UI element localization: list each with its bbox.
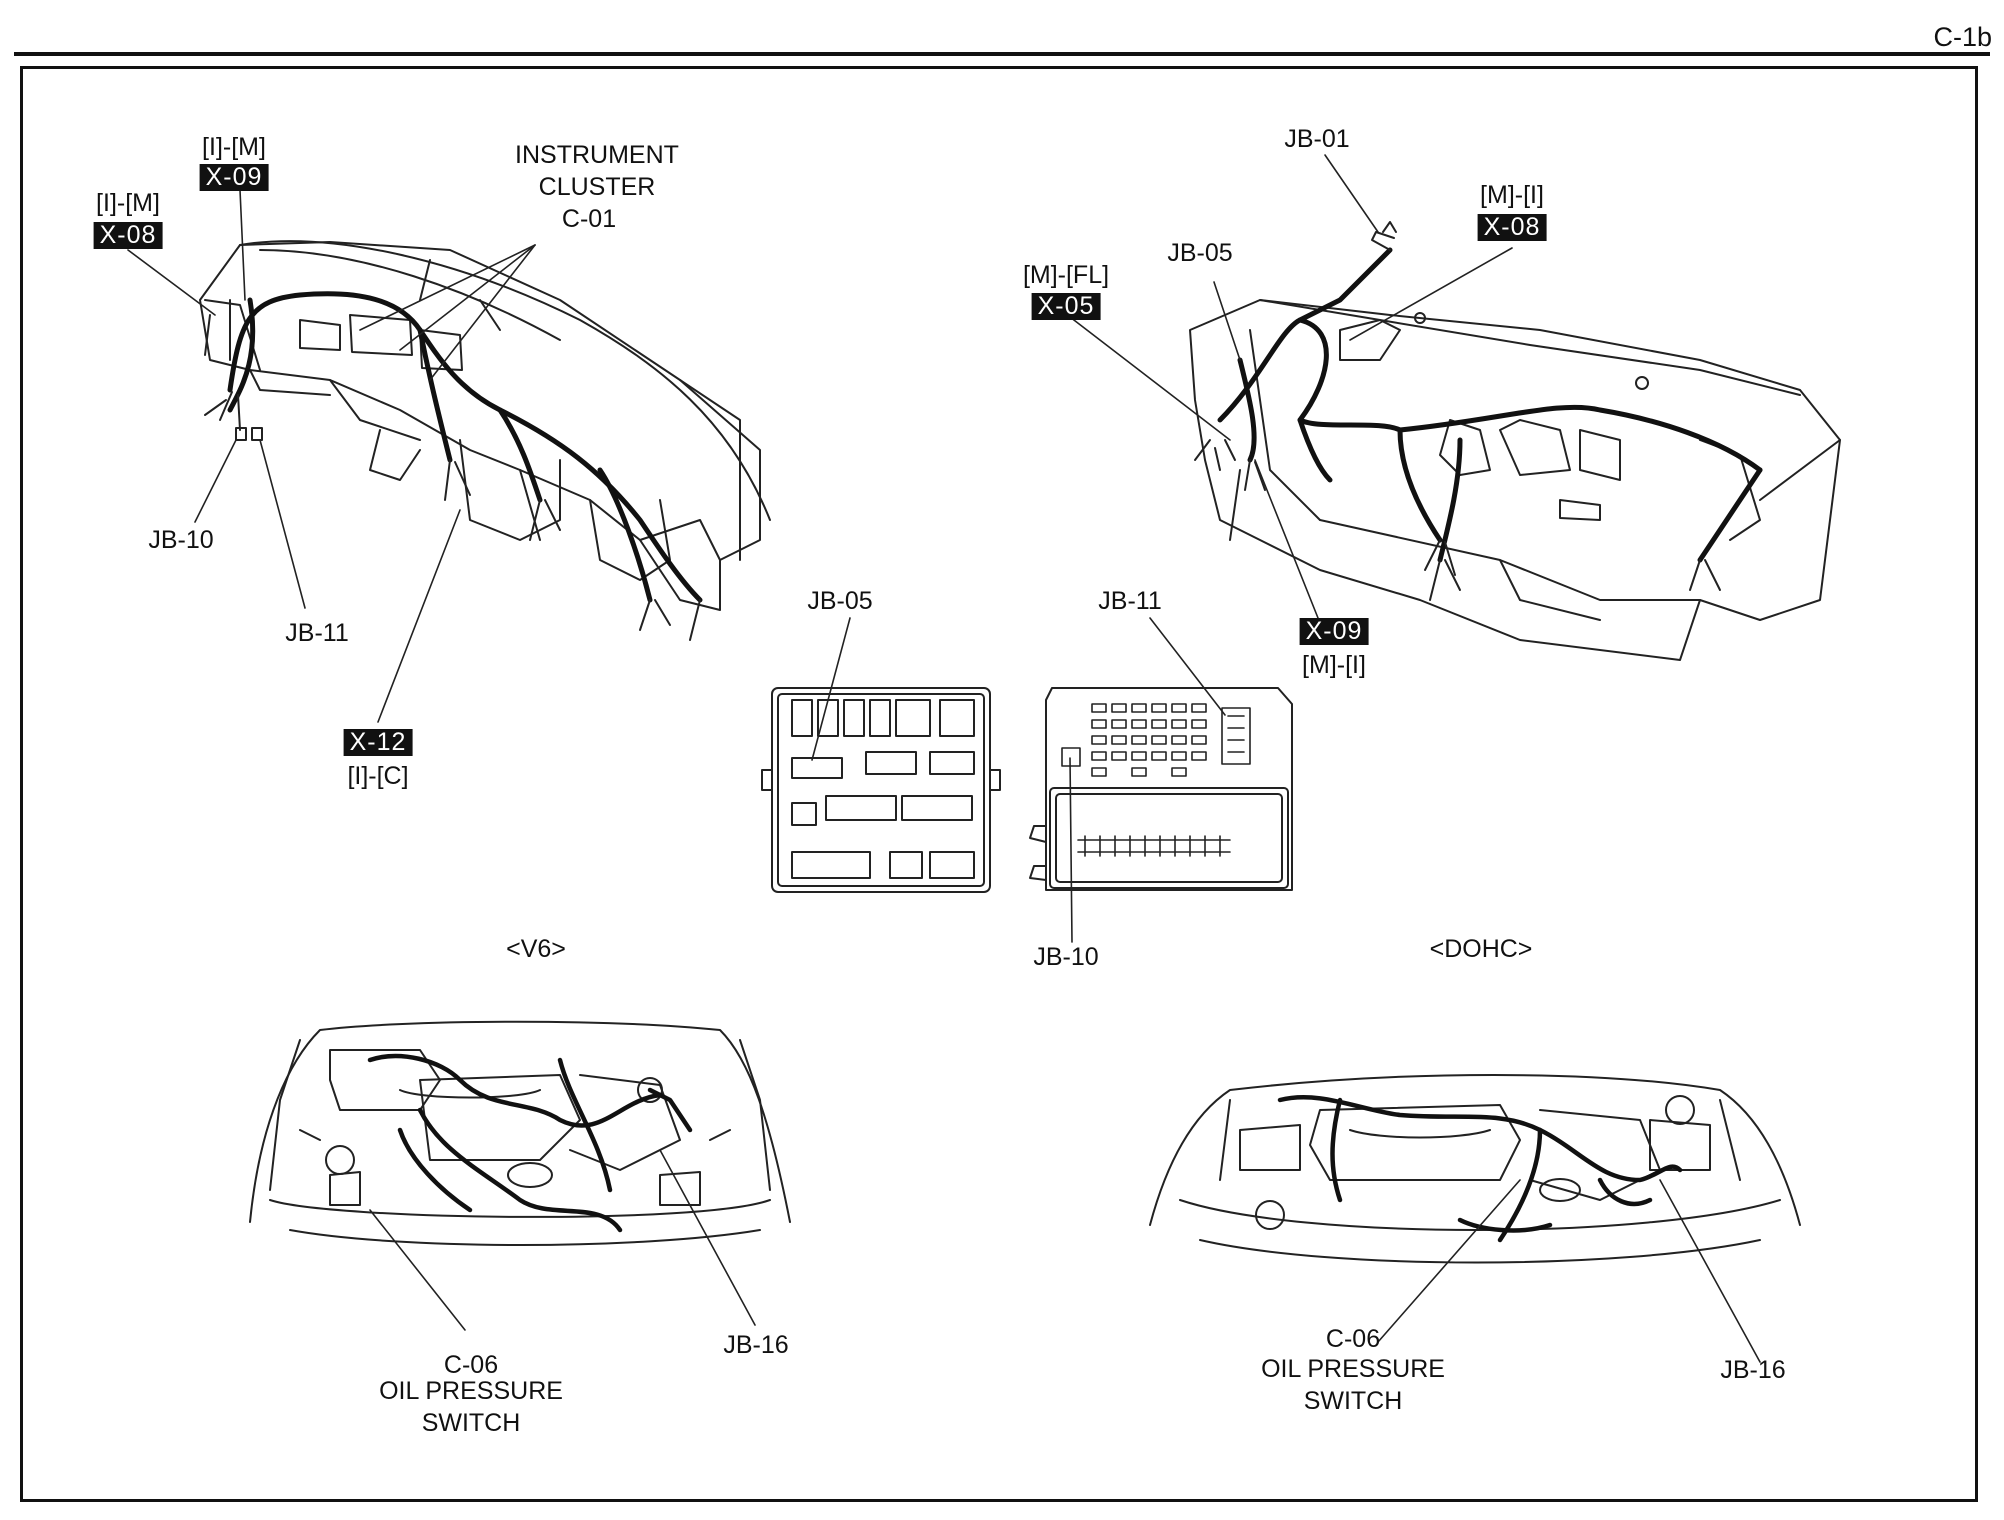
- dohc-jb16-label: JB-16: [1720, 1356, 1786, 1384]
- instrument-cluster-label-line1: INSTRUMENT: [515, 141, 679, 169]
- jb05-right-label: JB-05: [1167, 239, 1233, 267]
- jb05-box-label: JB-05: [807, 587, 873, 615]
- engine-dohc-leaders: [1377, 1179, 1761, 1363]
- x12-pin-label: [I]-[C]: [347, 762, 409, 790]
- x09-left-pin-label: [I]-[M]: [202, 133, 266, 161]
- engine-v6-leaders: [369, 1149, 756, 1331]
- dohc-oil-pressure-switch-code: C-06: [1325, 1325, 1381, 1353]
- top-rule: [14, 52, 1990, 56]
- x09-right-pin-label: [M]-[I]: [1302, 651, 1366, 679]
- x05-connector-tag: X-05: [1031, 293, 1101, 320]
- instrument-cluster-code: C-01: [561, 205, 617, 233]
- v6-oil-pressure-switch-line2: SWITCH: [421, 1409, 521, 1437]
- dashboard-right-harness: [1217, 247, 1763, 563]
- dohc-oil-pressure-switch-line1: OIL PRESSURE: [1261, 1355, 1445, 1383]
- variant-v6-heading: <V6>: [506, 935, 566, 963]
- dashboard-right-connectors: [1194, 221, 1721, 601]
- jb10-box-label: JB-10: [1033, 943, 1099, 971]
- jb11-left-label: JB-11: [285, 619, 349, 647]
- jb05-box-drawing: [761, 687, 1001, 893]
- x08-right-pin-label: [M]-[I]: [1480, 181, 1544, 209]
- x05-pin-label: [M]-[FL]: [1022, 261, 1110, 289]
- engine-dohc-drawing: [1149, 1074, 1801, 1264]
- engine-v6-harness: [367, 1053, 693, 1233]
- x08-left-connector-tag: X-08: [93, 222, 163, 249]
- x09-left-connector-tag: X-09: [199, 164, 269, 191]
- engine-dohc-harness: [1277, 1095, 1683, 1243]
- x08-left-pin-label: [I]-[M]: [96, 189, 160, 217]
- v6-oil-pressure-switch-line1: OIL PRESSURE: [379, 1377, 563, 1405]
- dashboard-left-leaders: [127, 189, 536, 723]
- x09-right-connector-tag: X-09: [1299, 618, 1369, 645]
- jb11-box-label: JB-11: [1098, 587, 1162, 615]
- page-id: C-1b: [1933, 22, 1992, 52]
- v6-jb16-label: JB-16: [723, 1331, 789, 1359]
- jb10-left-label: JB-10: [148, 526, 214, 554]
- dashboard-left-drawing: [199, 240, 771, 611]
- instrument-cluster-label-line2: CLUSTER: [538, 173, 656, 201]
- dashboard-right-leaders: [1069, 154, 1513, 619]
- diagram-frame: [20, 66, 1978, 1502]
- dohc-oil-pressure-switch-line2: SWITCH: [1303, 1387, 1403, 1415]
- dashboard-left-harness: [227, 291, 703, 603]
- dashboard-right-drawing: [1189, 299, 1841, 661]
- x08-right-connector-tag: X-08: [1477, 214, 1547, 241]
- v6-oil-pressure-switch-code: C-06: [443, 1351, 499, 1379]
- jb11-box-drawing: [1029, 687, 1293, 891]
- variant-dohc-heading: <DOHC>: [1429, 935, 1533, 963]
- engine-v6-drawing: [249, 1020, 791, 1246]
- x12-connector-tag: X-12: [343, 729, 413, 756]
- dashboard-left-connectors: [204, 391, 701, 641]
- jb01-label: JB-01: [1284, 125, 1350, 153]
